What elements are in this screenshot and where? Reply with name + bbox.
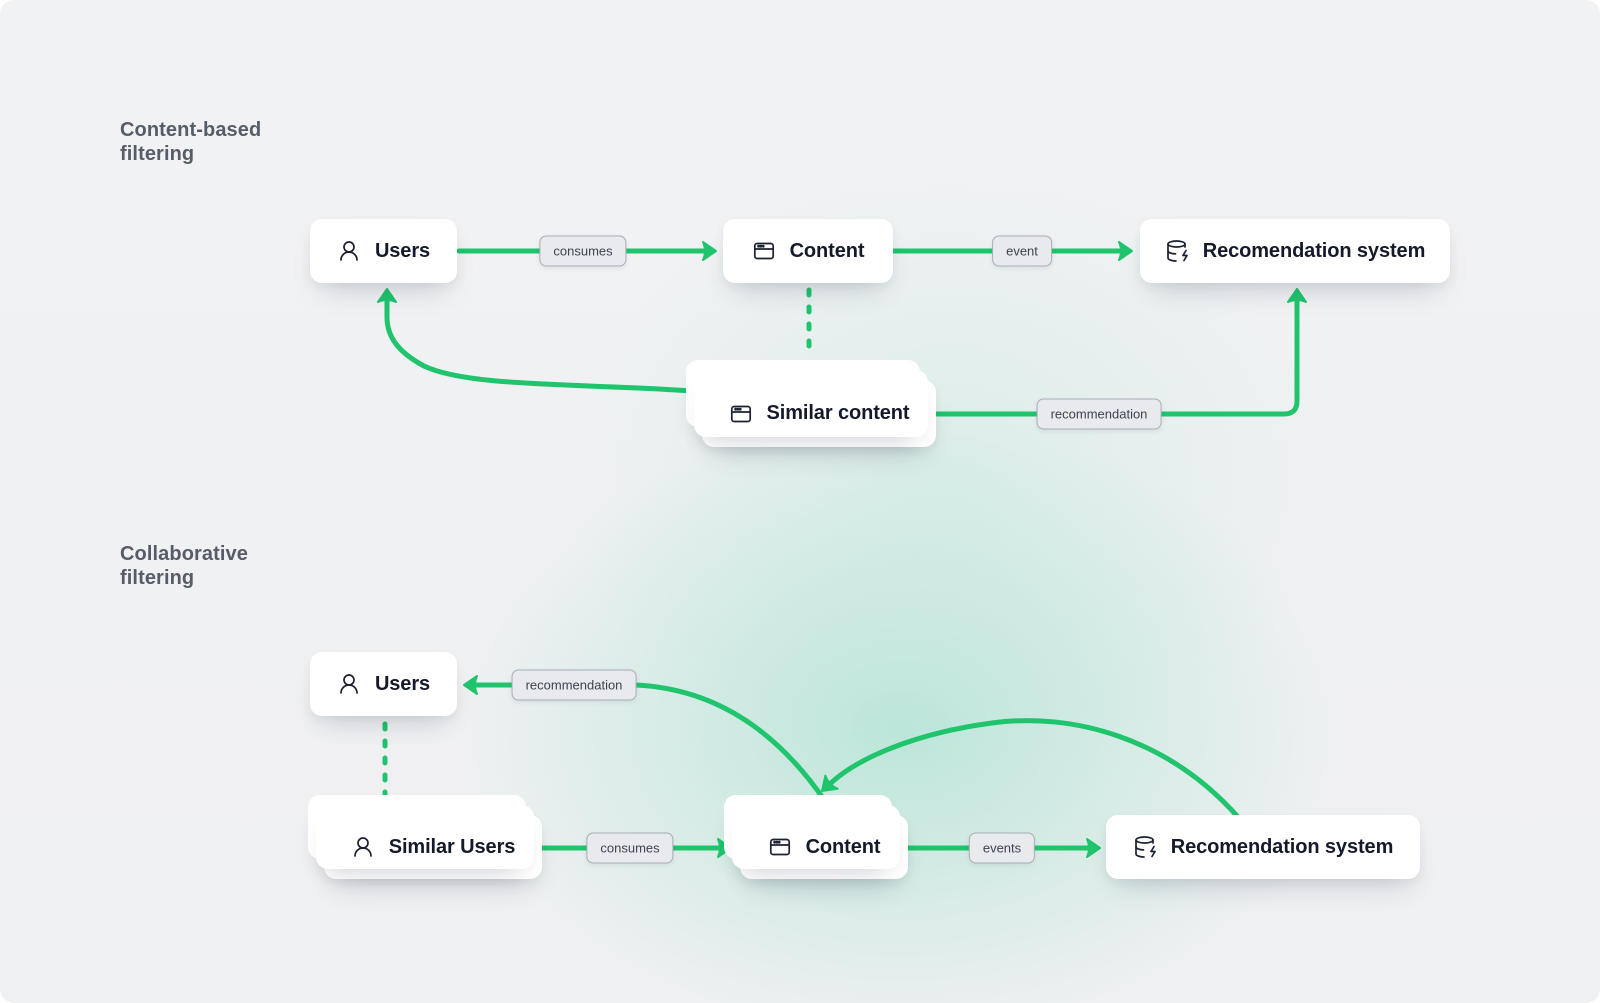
node-label: Content [805, 835, 881, 858]
database-zap-icon [1133, 835, 1157, 859]
node-content: Content [723, 219, 893, 283]
node-label: Users [374, 239, 431, 262]
arrowhead-into-recsys-2 [1086, 838, 1101, 858]
edge-label-recommendation-2: recommendation [511, 669, 637, 701]
content-window-icon [729, 402, 753, 426]
edge-label-consumes-2: consumes [586, 832, 674, 864]
edge-recsys-to-content-arc [828, 718, 1241, 820]
user-icon [337, 672, 361, 696]
node-users-2: Users [310, 652, 457, 716]
content-window-icon [768, 835, 792, 859]
section-title-collaborative: Collaborative filtering [120, 543, 248, 590]
edge-similar-content-to-users [384, 298, 695, 394]
edge-label-consumes: consumes [539, 235, 627, 267]
arrowhead-arc-into-content [821, 774, 839, 792]
user-icon [337, 239, 361, 263]
node-recommendation-system-2: Recomendation system [1106, 815, 1420, 879]
node-label: Recomendation system [1202, 239, 1426, 262]
node-similar-users: Similar Users [324, 815, 542, 879]
section-title-content-based: Content-based filtering [120, 119, 262, 166]
edge-label-event: event [992, 235, 1052, 267]
node-content-2: Content [740, 815, 908, 879]
node-similar-content: Similar content [702, 380, 936, 447]
node-label: Content [789, 239, 865, 262]
edge-content-to-users [474, 682, 828, 804]
node-label: Similar Users [388, 835, 516, 858]
user-icon [351, 835, 375, 859]
arrowhead-into-content [702, 241, 717, 261]
edge-label-events: events [968, 832, 1036, 864]
content-window-icon [752, 239, 776, 263]
edge-label-recommendation: recommendation [1036, 398, 1162, 430]
node-label: Similar content [766, 402, 910, 424]
database-zap-icon [1165, 239, 1189, 263]
node-users: Users [310, 219, 457, 283]
arrowhead-into-recsys-bottom [1287, 288, 1307, 303]
edge-similar-content-to-recsys [934, 298, 1300, 417]
arrowhead-into-recsys [1118, 241, 1133, 261]
node-recommendation-system: Recomendation system [1140, 219, 1450, 283]
node-label: Users [374, 672, 431, 695]
node-label: Recomendation system [1170, 835, 1394, 858]
arrowhead-into-users-2 [463, 675, 478, 695]
arrowhead-into-users [377, 288, 397, 303]
